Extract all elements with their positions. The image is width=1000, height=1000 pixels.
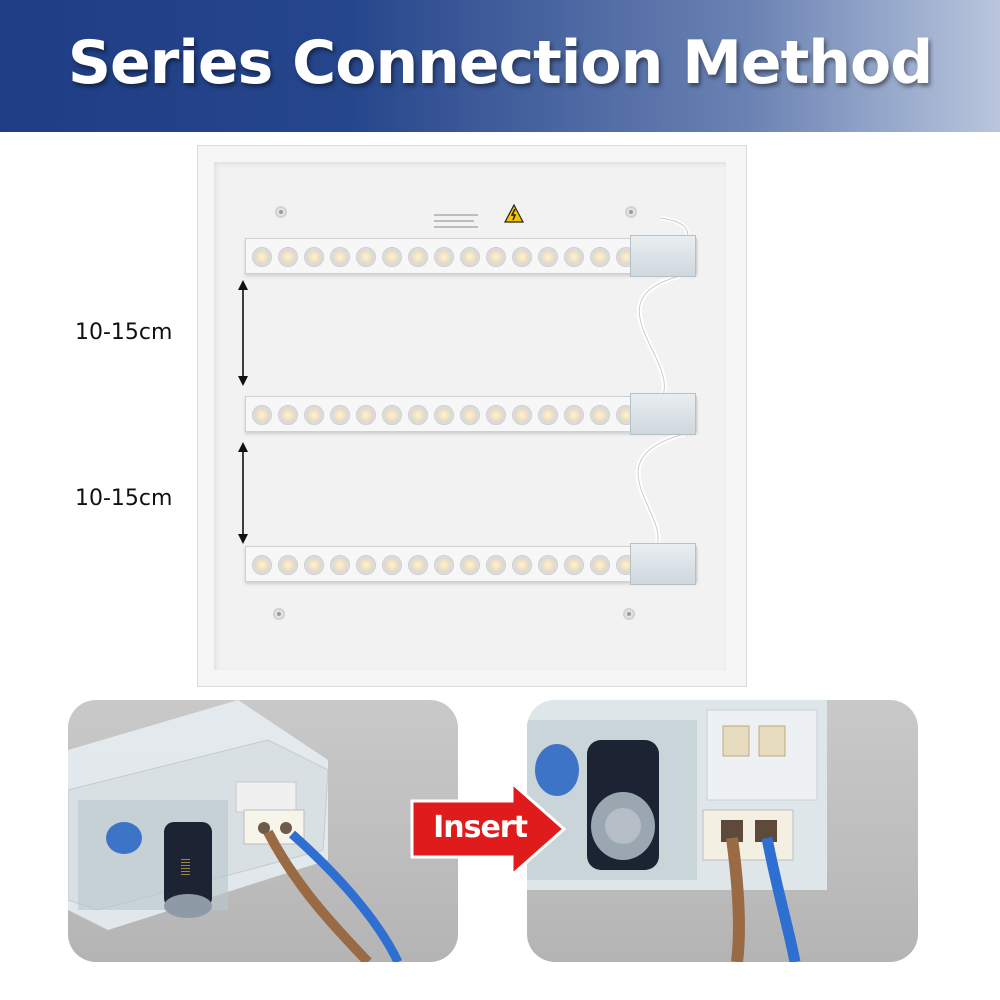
led-chip (408, 247, 428, 267)
led-strip-bottom (245, 543, 697, 585)
led-row (252, 397, 642, 431)
led-chip (304, 405, 324, 425)
warning-label (434, 204, 524, 232)
double-arrow-icon (238, 280, 248, 386)
led-chip (330, 405, 350, 425)
led-chip (512, 555, 532, 575)
insert-label: Insert (433, 810, 528, 845)
led-chip (564, 405, 584, 425)
double-arrow-icon (238, 442, 248, 544)
led-chip (356, 405, 376, 425)
led-chip (408, 555, 428, 575)
spacing-label-top: 10-15cm (75, 320, 173, 345)
insert-arrow-icon (410, 779, 567, 879)
led-chip (460, 555, 480, 575)
screw-top-right (625, 206, 637, 218)
insert-arrow: Insert (408, 779, 568, 879)
svg-text:||||||: |||||| (181, 858, 191, 876)
photo-before-insert: |||||| (68, 700, 458, 962)
led-chip (460, 405, 480, 425)
led-row (252, 239, 642, 273)
warning-triangle-icon (504, 204, 524, 223)
led-chip (330, 555, 350, 575)
led-chip (408, 405, 428, 425)
led-chip (304, 555, 324, 575)
strip-driver-box (630, 543, 696, 585)
led-row (252, 547, 642, 581)
led-strip-middle (245, 393, 697, 435)
driver-closeup-left: |||||| (68, 700, 403, 962)
led-chip (486, 247, 506, 267)
led-chip (512, 247, 532, 267)
screw-bottom-left (273, 608, 285, 620)
screw-top-left (275, 206, 287, 218)
led-chip (512, 405, 532, 425)
led-chip (434, 405, 454, 425)
strip-driver-box (630, 235, 696, 277)
led-chip (304, 247, 324, 267)
led-chip (382, 555, 402, 575)
led-chip (460, 247, 480, 267)
led-chip (278, 405, 298, 425)
led-chip (434, 247, 454, 267)
led-chip (486, 405, 506, 425)
led-chip (590, 247, 610, 267)
header-banner (0, 0, 1000, 132)
led-chip (564, 555, 584, 575)
led-chip (382, 247, 402, 267)
led-chip (590, 405, 610, 425)
led-chip (564, 247, 584, 267)
led-chip (382, 405, 402, 425)
screw-bottom-right (623, 608, 635, 620)
led-chip (252, 405, 272, 425)
led-chip (356, 555, 376, 575)
led-chip (278, 247, 298, 267)
led-chip (538, 247, 558, 267)
driver-closeup-right (527, 700, 827, 962)
led-chip (330, 247, 350, 267)
page-title: Series Connection Method (67, 28, 933, 98)
led-chip (538, 405, 558, 425)
led-chip (538, 555, 558, 575)
led-chip (278, 555, 298, 575)
led-chip (486, 555, 506, 575)
spacing-label-bottom: 10-15cm (75, 486, 173, 511)
led-chip (590, 555, 610, 575)
strip-driver-box (630, 393, 696, 435)
led-chip (252, 555, 272, 575)
led-chip (434, 555, 454, 575)
led-chip (252, 247, 272, 267)
led-chip (356, 247, 376, 267)
photo-after-insert (527, 700, 918, 962)
led-strip-top (245, 235, 697, 277)
